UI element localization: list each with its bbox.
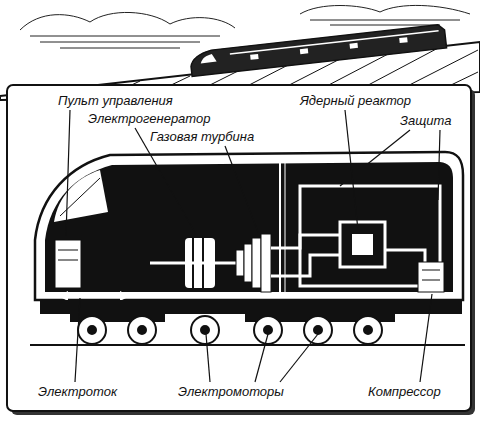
wheel bbox=[201, 326, 209, 334]
wheel bbox=[78, 316, 106, 344]
train bbox=[300, 48, 309, 54]
leader-line bbox=[340, 130, 410, 186]
gas-turbine bbox=[236, 234, 271, 292]
wheel bbox=[314, 326, 322, 334]
train bbox=[230, 31, 439, 54]
part-label: Электрогенератор bbox=[88, 111, 211, 126]
compressor bbox=[422, 280, 440, 281]
leader-line bbox=[225, 146, 258, 232]
reactor bbox=[352, 234, 373, 255]
cloud bbox=[30, 36, 220, 48]
pipe bbox=[385, 250, 425, 262]
train bbox=[250, 54, 259, 60]
wheel bbox=[78, 316, 382, 344]
panel bbox=[7, 85, 471, 411]
wheel bbox=[128, 316, 156, 344]
part-label: Газовая турбина bbox=[150, 129, 254, 144]
wheel bbox=[304, 316, 332, 344]
gas-turbine bbox=[252, 238, 261, 288]
control-desk bbox=[58, 260, 78, 261]
train bbox=[200, 54, 217, 64]
gas-turbine bbox=[261, 234, 271, 292]
leader-line bbox=[438, 130, 440, 200]
underframe bbox=[40, 300, 462, 322]
locomotive-body bbox=[45, 162, 453, 292]
compressor bbox=[422, 270, 440, 271]
wheel bbox=[88, 326, 96, 334]
part-label: Электромоторы bbox=[178, 384, 284, 399]
wheel bbox=[254, 316, 282, 344]
locomotive-body bbox=[285, 162, 286, 292]
compressor bbox=[418, 262, 444, 292]
locomotive-body bbox=[279, 162, 281, 292]
leader-line bbox=[420, 294, 432, 382]
current-line bbox=[58, 291, 68, 301]
cloud bbox=[20, 5, 470, 48]
control-desk bbox=[58, 250, 78, 251]
leader-line bbox=[345, 110, 358, 230]
generator bbox=[150, 238, 240, 288]
locomotive-body bbox=[35, 152, 463, 300]
leader-line bbox=[280, 334, 318, 382]
pipe bbox=[271, 255, 340, 276]
wheel bbox=[138, 326, 146, 334]
reactor bbox=[340, 222, 385, 267]
control-desk bbox=[55, 240, 81, 288]
leader-line bbox=[66, 110, 70, 236]
rail bbox=[30, 344, 465, 346]
train bbox=[189, 24, 446, 76]
part-label: Защита bbox=[400, 113, 451, 128]
underframe bbox=[40, 300, 462, 314]
leader-line bbox=[66, 110, 440, 382]
control-desk bbox=[55, 240, 81, 288]
wheel bbox=[191, 316, 219, 344]
part-label: Компрессор bbox=[368, 384, 441, 399]
leader-line bbox=[75, 298, 80, 382]
train bbox=[399, 37, 408, 43]
reactor bbox=[340, 222, 385, 267]
locomotive-body bbox=[35, 152, 463, 300]
cloud bbox=[300, 5, 470, 14]
wheel bbox=[364, 326, 372, 334]
cloud bbox=[20, 12, 235, 30]
locomotive-body bbox=[54, 170, 108, 222]
gas-turbine bbox=[236, 250, 244, 276]
train bbox=[189, 24, 446, 76]
part-label: Пульт управления bbox=[58, 93, 173, 108]
pipe bbox=[271, 235, 340, 248]
current-line bbox=[58, 291, 420, 301]
locomotive-body bbox=[60, 178, 100, 216]
current-line bbox=[120, 291, 130, 301]
wheel bbox=[354, 316, 382, 344]
current-line bbox=[62, 295, 420, 297]
leader-line bbox=[255, 334, 268, 382]
part-label: Ядерный реактор bbox=[300, 93, 411, 108]
generator bbox=[150, 262, 240, 265]
gas-turbine bbox=[244, 244, 252, 282]
compressor bbox=[418, 262, 444, 292]
wheel bbox=[264, 326, 272, 334]
train bbox=[349, 43, 358, 49]
part-label: Электроток bbox=[38, 384, 117, 399]
panel bbox=[7, 85, 475, 415]
rail bbox=[30, 345, 465, 346]
leader-line bbox=[206, 334, 210, 382]
